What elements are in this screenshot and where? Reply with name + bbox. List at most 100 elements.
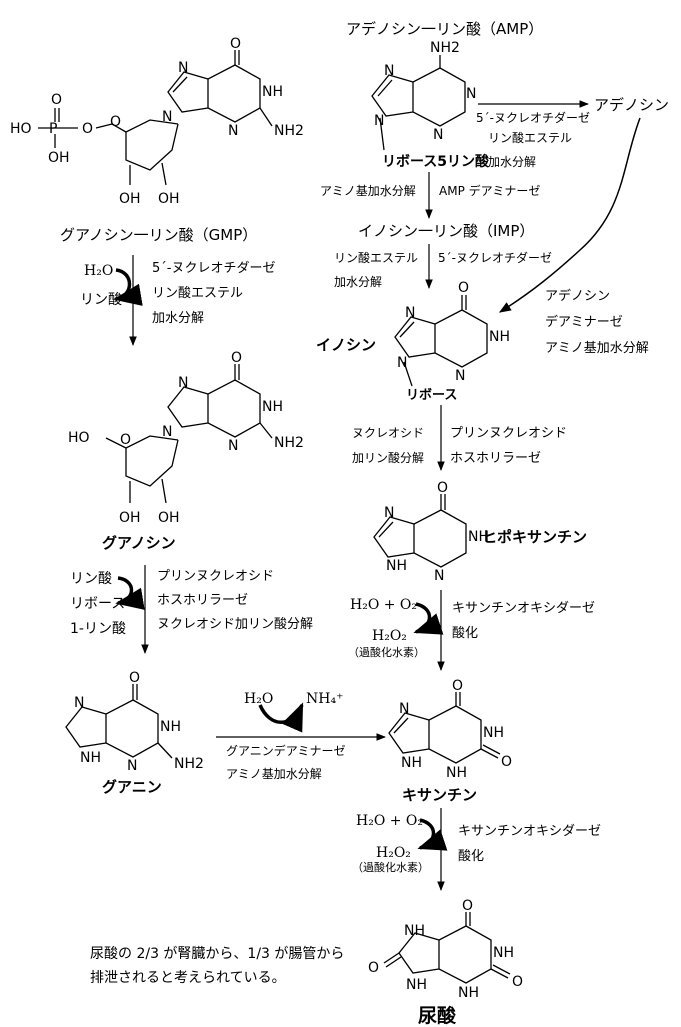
uric-NH3: NH xyxy=(458,985,479,1001)
gmp-ring-O: O xyxy=(110,114,121,130)
guanosine-ring-O: O xyxy=(120,432,131,448)
xanthine-O-right: O xyxy=(501,754,512,770)
enzyme-inosine-right-line2: ホスホリラーゼ xyxy=(450,451,541,466)
hypoxanthine-HN9: NH xyxy=(386,558,407,574)
enzyme-amp-imp-left: アミノ基加水分解 xyxy=(320,184,416,198)
amp-structure xyxy=(371,55,466,151)
inosine-N3: N xyxy=(455,368,465,384)
gmp-O-ester: O xyxy=(82,121,93,137)
enzyme-amp-adenosine-line2: リン酸エステル xyxy=(488,130,572,145)
xanthine-N7: N xyxy=(399,701,409,717)
hypoxanthine-NH: NH xyxy=(468,529,489,545)
gmp-OH-bottom: OH xyxy=(48,150,70,166)
enzyme-guanine-line2: アミノ基加水分解 xyxy=(226,767,322,781)
guanine-NH: NH xyxy=(160,719,181,735)
gmp-N7: N xyxy=(178,60,188,76)
gmp-OH-2: OH xyxy=(119,191,141,207)
note-line2: 排泄されると考えられている。 xyxy=(90,970,286,986)
enzyme-guanosine-line3: ヌクレオシド加リン酸分解 xyxy=(157,617,313,632)
reagent-h2o-gmp: H₂O xyxy=(84,263,113,279)
note-line1: 尿酸の 2/3 が腎臓から、1/3 が腸管から xyxy=(90,946,344,962)
enzyme-imp-left-line2: 加水分解 xyxy=(334,275,382,289)
gmp-N9: N xyxy=(162,109,172,125)
inosine-structure xyxy=(394,295,488,387)
reagent-h2o2-2: H₂O₂ xyxy=(376,845,411,861)
gmp-structure xyxy=(38,50,273,186)
uric-O-left: O xyxy=(368,960,379,976)
gmp-HO-left: HO xyxy=(10,121,32,137)
reagent-1-phosphate: 1-リン酸 xyxy=(70,621,126,637)
amp-ribose5p: リボース5リン酸 xyxy=(382,153,490,170)
inosine-NH: NH xyxy=(489,329,510,345)
reagent-h2o-guanine: H₂O xyxy=(244,691,273,707)
hypoxanthine-title: ヒポキサンチン xyxy=(482,528,587,546)
enzyme-gmp-line1: 5´-ヌクレオチダーゼ xyxy=(152,261,275,276)
enzyme-gmp-line3: 加水分解 xyxy=(152,311,204,326)
enzyme-guanosine-line2: ホスホリラーゼ xyxy=(157,593,248,608)
inosine-N7: N xyxy=(405,305,415,321)
reagent-ribose: リボース xyxy=(70,596,125,612)
enzyme-ada-line1: アデノシン xyxy=(545,288,610,304)
enzyme-amp-adenosine-line1: 5´-ヌクレオチダーゼ xyxy=(476,110,590,125)
reagent-nh4: NH₄⁺ xyxy=(306,691,343,707)
enzyme-imp-right: 5´-ヌクレオチダーゼ xyxy=(438,250,552,265)
guanosine-O: O xyxy=(231,350,242,366)
guanosine-NH2: NH2 xyxy=(274,435,304,451)
enzyme-guanine-line1: グアニンデアミナーゼ xyxy=(226,743,346,758)
amp-N1: N xyxy=(466,86,476,102)
inosine-N9: N xyxy=(397,355,407,371)
imp-title: イノシン一リン酸（IMP） xyxy=(358,222,534,240)
amp-title: アデノシン一リン酸（AMP） xyxy=(346,20,543,38)
guanosine-N3: N xyxy=(228,438,238,454)
enzyme-hypox-oxidase: キサンチンオキシダーゼ xyxy=(452,601,595,616)
gmp-O-carbonyl: O xyxy=(230,36,241,52)
curve-arrow-h2o-nh4 xyxy=(258,702,304,733)
enzyme-inosine-right-line1: プリンヌクレオシド xyxy=(450,426,567,441)
gmp-NH2: NH2 xyxy=(274,123,304,139)
xanthine-HN9: NH xyxy=(401,755,422,771)
enzyme-imp-left-line1: リン酸エステル xyxy=(334,250,418,265)
guanosine-N9: N xyxy=(162,424,172,440)
reagent-h2o2-note-2: （過酸化水素） xyxy=(352,860,429,874)
guanine-HN9: NH xyxy=(80,750,101,766)
hypoxanthine-N3: N xyxy=(434,568,444,584)
amp-NH2: NH2 xyxy=(430,40,460,56)
gmp-N1H: NH xyxy=(262,84,283,100)
enzyme-gmp-line2: リン酸エステル xyxy=(152,286,243,301)
enzyme-hypox-oxidation: 酸化 xyxy=(452,626,478,641)
enzyme-inosine-left-line2: 加リン酸分解 xyxy=(352,450,424,465)
guanosine-structure xyxy=(105,364,273,504)
reagent-phosphate-gmp: リン酸 xyxy=(80,292,122,308)
xanthine-O-top: O xyxy=(452,678,463,694)
xanthine-NH3: NH xyxy=(446,765,467,781)
uric-HN7: NH xyxy=(404,923,425,939)
guanine-structure xyxy=(65,684,173,759)
curve-arrow-adenosine-inosine xyxy=(498,117,641,313)
xanthine-NH1: NH xyxy=(483,725,504,741)
guanine-O: O xyxy=(129,670,140,686)
reagent-phosphate-guanosine: リン酸 xyxy=(70,571,112,587)
adenosine-title: アデノシン xyxy=(594,96,669,114)
gmp-O-double: O xyxy=(51,92,62,108)
enzyme-amp-imp-right: AMP デアミナーゼ xyxy=(439,183,540,198)
amp-N7: N xyxy=(384,63,394,79)
enzyme-inosine-left-line1: ヌクレオシド xyxy=(352,426,424,440)
guanine-N3: N xyxy=(127,758,137,774)
inosine-ribose: リボース xyxy=(406,387,457,403)
xanthine-title: キサンチン xyxy=(402,786,477,804)
uric-HN9: NH xyxy=(406,977,427,993)
reagent-h2o2-1: H₂O₂ xyxy=(372,628,407,644)
amp-N3: N xyxy=(433,127,443,143)
gmp-P: P xyxy=(49,121,57,137)
enzyme-amp-adenosine-line3: 加水分解 xyxy=(488,155,536,169)
enzyme-ada-line3: アミノ基加水分解 xyxy=(545,341,649,356)
inosine-title: イノシン xyxy=(316,336,376,354)
curve-arrow-o2-h2o2-2 xyxy=(417,818,448,851)
xanthine-structure xyxy=(388,692,501,764)
enzyme-guanosine-line1: プリンヌクレオシド xyxy=(157,569,274,584)
uric-acid-title: 尿酸 xyxy=(418,1004,457,1027)
guanosine-NH: NH xyxy=(262,399,283,415)
uric-O-right: O xyxy=(512,974,523,990)
uric-O-top: O xyxy=(462,898,473,914)
